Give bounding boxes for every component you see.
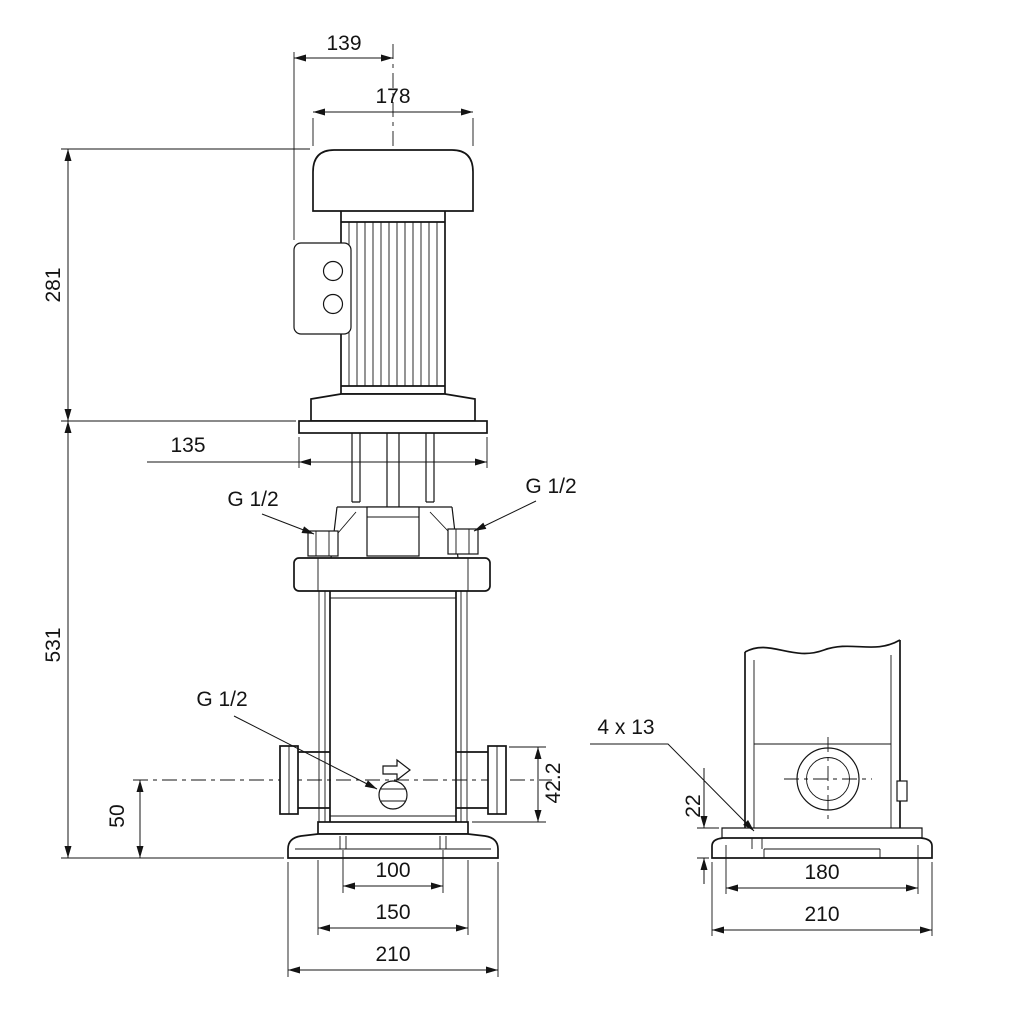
sleeve <box>329 591 457 822</box>
head-flange-bolts <box>317 558 469 591</box>
plug-left-facets <box>315 531 330 556</box>
dim-label-531: 531 <box>42 627 65 662</box>
chamber-stack <box>318 591 468 822</box>
dim-100: 100 <box>342 850 444 893</box>
head-braces <box>337 511 449 534</box>
motor <box>293 149 476 422</box>
dim-label-42-2: 42.2 <box>542 763 565 804</box>
plug-boss-left <box>307 530 339 557</box>
dim-42-2: 42.2 <box>472 746 565 823</box>
fan-cover <box>312 149 474 212</box>
dim-281: 281 <box>42 148 310 422</box>
head-center-block <box>366 506 420 557</box>
body-inner-lines <box>753 655 892 828</box>
drain-plug-circle <box>378 780 408 810</box>
callout-drain-plug: G 1/2 <box>196 688 378 790</box>
base-foot <box>287 833 499 859</box>
dim-label-22: 22 <box>682 794 705 817</box>
dim-180: 180 <box>725 845 919 894</box>
end-centerlines <box>784 737 872 822</box>
end-base-bolt-hole <box>751 838 763 849</box>
dim-label-281: 281 <box>42 267 65 302</box>
base <box>287 821 499 859</box>
break-line <box>744 639 901 655</box>
dim-150: 150 <box>317 860 469 935</box>
dim-531: 531 <box>42 421 284 859</box>
coupling <box>298 420 488 534</box>
flange-plate <box>298 420 488 434</box>
base-plate <box>317 821 469 835</box>
dimensions: 139 178 281 531 135 G 1/2 <box>42 32 933 977</box>
dim-139: 139 <box>293 32 393 240</box>
dim-label-150: 150 <box>375 901 410 924</box>
front-view <box>133 44 552 859</box>
end-base-recess <box>763 848 881 858</box>
drain-plug-label: G 1/2 <box>196 688 247 711</box>
dim-label-210-front: 210 <box>375 943 410 966</box>
head-flange <box>293 557 491 592</box>
shaft <box>386 433 400 507</box>
dim-50: 50 <box>106 780 144 858</box>
suction-neck <box>298 751 330 809</box>
dim-label-178: 178 <box>375 85 410 108</box>
cooling-fins <box>348 222 438 386</box>
base-bolt-holes <box>339 836 447 849</box>
callout-base-holes: 4 x 13 <box>590 716 755 832</box>
plug-left-label: G 1/2 <box>227 488 278 511</box>
end-base-foot <box>711 837 933 859</box>
base-holes-label: 4 x 13 <box>597 716 654 739</box>
plug-boss-right <box>447 528 479 555</box>
terminal-box <box>293 242 352 335</box>
dim-210-front: 210 <box>287 862 499 977</box>
dim-label-50: 50 <box>106 804 129 827</box>
ports <box>279 745 507 815</box>
pump-head <box>293 506 491 592</box>
dim-22: 22 <box>682 768 719 884</box>
end-base-plate <box>721 827 923 838</box>
callout-plug-left: G 1/2 <box>227 488 315 535</box>
staybolts <box>318 591 468 822</box>
plug-right-label: G 1/2 <box>525 475 576 498</box>
centerlines <box>133 44 552 781</box>
end-view <box>711 639 933 859</box>
plug-right-facets <box>455 529 470 554</box>
dim-label-210-end: 210 <box>804 903 839 926</box>
drain <box>378 758 411 810</box>
discharge-neck <box>456 751 488 809</box>
dim-210-end: 210 <box>711 862 933 936</box>
dim-178: 178 <box>312 85 474 146</box>
drain-plug-hex <box>381 788 405 802</box>
terminal-box-hole <box>322 260 344 282</box>
motor-flange <box>310 393 476 422</box>
coupling-guards <box>351 433 435 503</box>
dim-label-135: 135 <box>170 434 205 457</box>
dim-label-100: 100 <box>375 859 410 882</box>
callout-plug-right: G 1/2 <box>473 475 577 532</box>
terminal-box-hole <box>322 293 344 315</box>
dim-label-139: 139 <box>326 32 361 55</box>
dim-135: 135 <box>147 434 488 468</box>
sleeve-edges <box>330 597 456 817</box>
dim-label-180: 180 <box>804 861 839 884</box>
nameplate-tab <box>896 780 908 802</box>
flow-arrow-icon <box>382 758 411 782</box>
